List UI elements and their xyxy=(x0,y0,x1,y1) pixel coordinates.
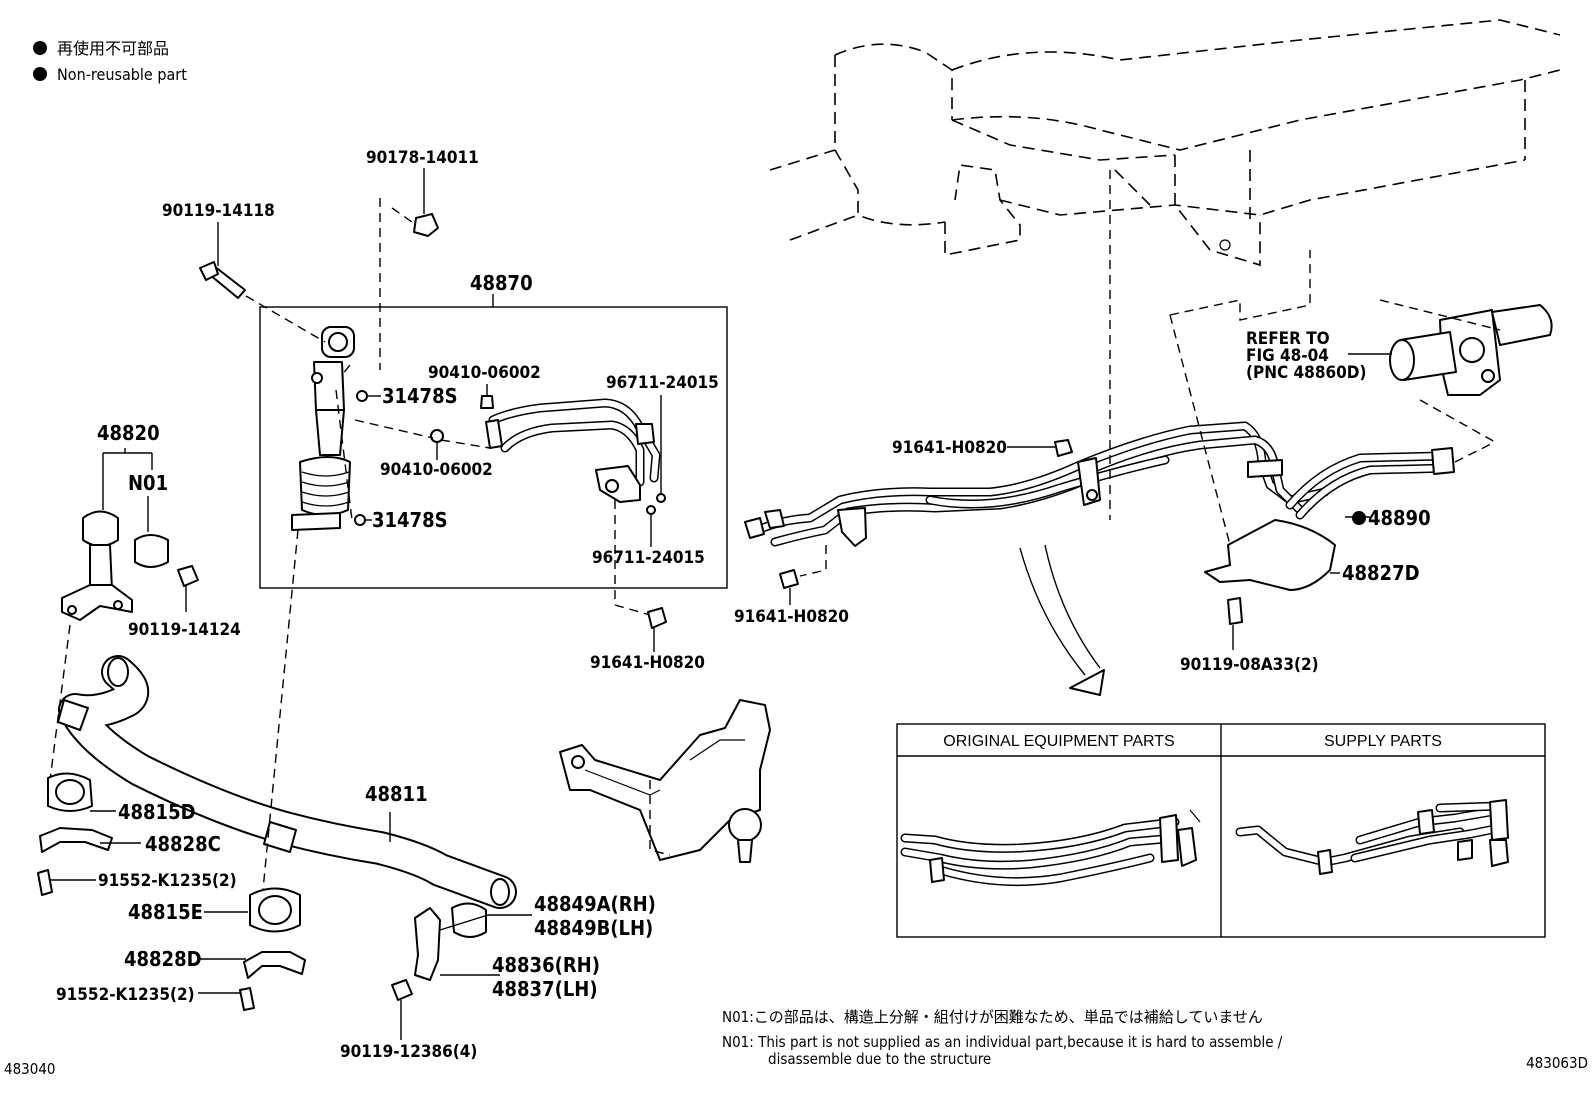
label-48849b-lh: 48849B(LH) xyxy=(534,916,653,940)
label-91641-h0820-lower-right: 91641-H0820 xyxy=(734,607,849,627)
o-ring-96711-lower xyxy=(646,505,656,515)
label-91641-h0820-upper-right: 91641-H0820 xyxy=(892,438,1007,458)
bracket-48828c xyxy=(39,827,113,853)
detail-callout-arrow-icon xyxy=(1019,544,1105,696)
label-48836-rh: 48836(RH) xyxy=(492,953,600,977)
bolt-90119-08a33 xyxy=(1227,597,1243,625)
non-reusable-bullet-icon xyxy=(33,41,47,55)
label-31478s-lower: 31478S xyxy=(372,508,448,532)
bolt-90119-12386 xyxy=(391,979,413,1001)
label-48811: 48811 xyxy=(365,782,428,806)
shock-absorber-cylinder xyxy=(291,326,355,531)
stabilizer-bar-48811 xyxy=(57,655,517,909)
note-japanese: N01:この部品は、構造上分解・組付けが困難なため、単品では補給していません xyxy=(722,1008,1263,1026)
label-90410-06002-upper: 90410-06002 xyxy=(428,363,541,383)
bolt-91552-k1235-lower xyxy=(239,987,255,1011)
bolt-91552-k1235-upper xyxy=(37,869,53,896)
label-96711-24015-upper: 96711-24015 xyxy=(606,373,719,393)
label-90119-12386: 90119-12386(4) xyxy=(340,1042,477,1062)
figure-id-left: 483040 xyxy=(4,1060,56,1078)
o-ring-31478s-lower xyxy=(354,514,366,526)
bushing-n01 xyxy=(134,534,169,568)
label-refer-pnc: (PNC 48860D) xyxy=(1246,363,1366,383)
footnotes: N01:この部品は、構造上分解・組付けが困難なため、単品では補給していません N… xyxy=(722,1008,1283,1068)
part-labels: 90178-14011 90119-14118 48870 90410-0600… xyxy=(56,148,1431,1062)
table-header-original: ORIGINAL EQUIPMENT PARTS xyxy=(943,733,1174,750)
label-96711-24015-lower: 96711-24015 xyxy=(592,548,705,568)
tube-assembly-48870 xyxy=(485,398,661,503)
table-header-supply: SUPPLY PARTS xyxy=(1324,733,1442,750)
label-48815e: 48815E xyxy=(128,900,203,924)
legend-japanese: 再使用不可部品 xyxy=(57,39,169,58)
label-48837-lh: 48837(LH) xyxy=(492,977,598,1001)
label-31478s-upper: 31478S xyxy=(382,384,458,408)
label-48890: 48890 xyxy=(1368,506,1431,530)
supply-tube-illustration xyxy=(1235,799,1509,875)
label-48828d: 48828D xyxy=(124,947,202,971)
bolt-90119-14118 xyxy=(199,261,246,299)
label-n01: N01 xyxy=(128,471,168,495)
label-91552-k1235-lower: 91552-K1235(2) xyxy=(56,985,195,1005)
label-48820: 48820 xyxy=(97,421,160,445)
valve-unit-48860d xyxy=(1389,304,1553,396)
label-91552-k1235-upper: 91552-K1235(2) xyxy=(98,871,237,891)
tube-assembly-48890 xyxy=(744,421,1455,547)
o-ring-96711-upper xyxy=(656,493,666,503)
nut-90178-14011 xyxy=(413,213,439,237)
label-90119-14124: 90119-14124 xyxy=(128,620,241,640)
bolt-91641-h0820-upper-right xyxy=(1054,439,1073,457)
bracket-48820 xyxy=(61,510,133,621)
label-refer-fig: FIG 48-04 xyxy=(1246,346,1329,366)
label-48815d: 48815D xyxy=(118,800,196,824)
assembly-48870 xyxy=(259,294,728,589)
comparison-table: ORIGINAL EQUIPMENT PARTS SUPPLY PARTS xyxy=(896,723,1546,938)
non-reusable-bullet-icon xyxy=(33,67,47,81)
label-90178-14011: 90178-14011 xyxy=(366,148,479,168)
bolt-90119-14124 xyxy=(177,565,199,587)
union-bolt-90410-upper xyxy=(480,395,494,409)
bracket-48828d xyxy=(243,951,306,979)
label-90119-14118: 90119-14118 xyxy=(162,201,275,221)
label-48827d: 48827D xyxy=(1342,561,1420,585)
bolt-91641-h0820-lower-right xyxy=(779,569,799,589)
non-reusable-bullet-icon xyxy=(1352,511,1366,525)
figure-id-right: 483063D xyxy=(1526,1054,1588,1072)
label-48870: 48870 xyxy=(470,271,533,295)
label-48828c: 48828C xyxy=(145,832,221,856)
guard-48827d xyxy=(1204,519,1336,591)
bushing-48815d xyxy=(47,772,93,812)
bushing-48815e xyxy=(249,887,301,933)
legend: 再使用不可部品 Non-reusable part xyxy=(33,39,187,84)
bracket-48836 xyxy=(414,907,441,981)
label-91641-h0820-middle: 91641-H0820 xyxy=(590,653,705,673)
legend-english: Non-reusable part xyxy=(57,65,187,84)
note-english-line-2: disassemble due to the structure xyxy=(768,1050,991,1068)
original-equipment-tube-illustration xyxy=(900,809,1201,887)
vehicle-frame-phantom xyxy=(769,19,1561,267)
label-90119-08a33: 90119-08A33(2) xyxy=(1180,655,1319,675)
lower-suspension-arm xyxy=(559,699,771,863)
label-48849a-rh: 48849A(RH) xyxy=(534,892,656,916)
note-english-line-1: N01: This part is not supplied as an ind… xyxy=(722,1033,1283,1051)
label-90410-06002-lower: 90410-06002 xyxy=(380,460,493,480)
label-refer-to: REFER TO xyxy=(1246,329,1330,349)
o-ring-31478s-upper xyxy=(356,390,368,402)
bolt-91641-h0820-middle xyxy=(647,607,667,629)
